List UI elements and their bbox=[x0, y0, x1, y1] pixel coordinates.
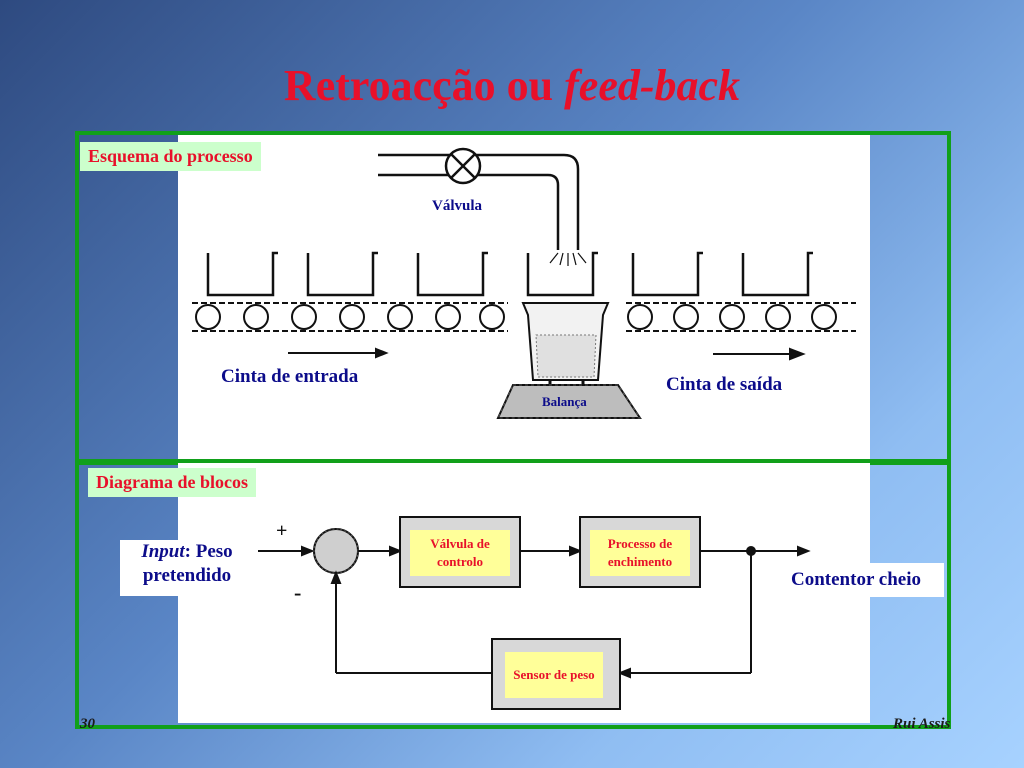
block-diagram-panel bbox=[75, 459, 951, 729]
title-main: Retroacção ou bbox=[283, 61, 554, 110]
valve-icon bbox=[444, 147, 482, 185]
process-section-label: Esquema do processo bbox=[80, 142, 261, 171]
title-italic: feed-back bbox=[564, 61, 741, 110]
beaker-icon bbox=[521, 302, 610, 381]
plus-sign: + bbox=[276, 520, 288, 542]
summing-junction-icon bbox=[313, 528, 359, 574]
input-line2: pretendido bbox=[142, 565, 232, 586]
output-belt-label: Cinta de saída bbox=[666, 374, 783, 395]
weight-sensor-block: Sensor de peso bbox=[505, 652, 603, 698]
input-belt-label: Cinta de entrada bbox=[221, 366, 359, 387]
scale-label: Balança bbox=[542, 394, 587, 409]
page-number: 30 bbox=[80, 716, 95, 732]
filling-process-block: Processo de enchimento bbox=[590, 530, 690, 576]
process-schematic bbox=[192, 147, 856, 419]
valve-control-block: Válvula de controlo bbox=[410, 530, 510, 576]
input-italic: Input bbox=[141, 541, 185, 562]
input-label: Input: Peso pretendido bbox=[120, 540, 254, 596]
blocks-section-label: Diagrama de blocos bbox=[88, 468, 256, 497]
slide-title: Retroacção ou feed-back bbox=[0, 60, 1024, 111]
minus-sign: - bbox=[294, 580, 302, 605]
output-label: Contentor cheio bbox=[768, 563, 944, 597]
scale-icon bbox=[496, 380, 642, 419]
input-rest: : Peso bbox=[184, 541, 233, 562]
valve-label: Válvula bbox=[432, 198, 483, 214]
author-name: Rui Assis bbox=[893, 716, 951, 732]
